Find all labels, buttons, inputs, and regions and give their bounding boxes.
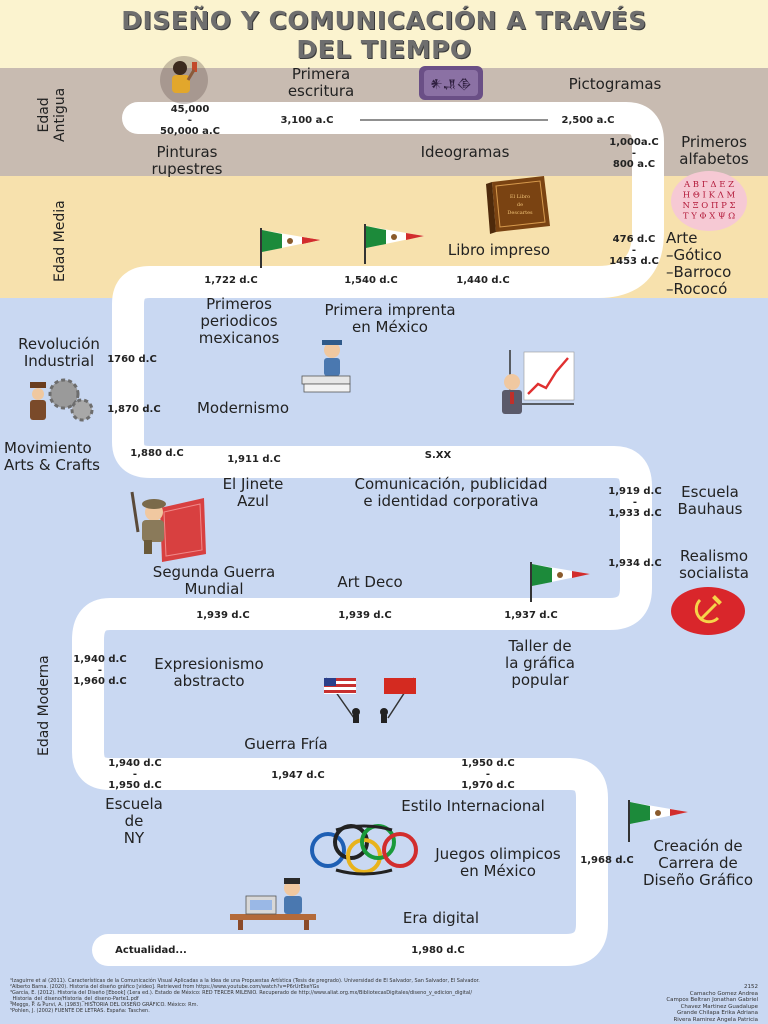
gears-worker-icon xyxy=(30,378,94,422)
date-label: 1,722 d.C xyxy=(204,275,258,286)
credits: 2152 Camacho Gomez Andrea Campos Beltran… xyxy=(666,984,758,1023)
footnote: _Historia_del_diseno/Historia_del_diseno… xyxy=(10,996,139,1002)
event-realismo-socialista: Realismo socialista xyxy=(679,547,749,582)
event-arte: Arte –Gótico –Barroco –Rococó xyxy=(666,229,732,298)
era-label-antigua: Edad Antigua xyxy=(36,87,68,142)
event-primeros-alfabetos: Primeros alfabetos xyxy=(679,133,749,168)
svg-text:𒀭𒂗𒆠: 𒀭𒂗𒆠 xyxy=(430,77,472,91)
event-jinete-azul: El Jinete Azul xyxy=(222,475,284,510)
event-arts-crafts: Movimiento Arts & Crafts xyxy=(4,439,100,474)
event-pinturas-rupestres: Pinturas rupestres xyxy=(151,143,223,178)
footnote: ⁴Meggs, P. & Purvi, A. (1983). HISTORIA … xyxy=(10,1002,199,1008)
credit-line: Camacho Gomez Andrea xyxy=(689,990,758,997)
credit-line: 2152 xyxy=(744,984,758,990)
event-estilo-internacional: Estilo Internacional xyxy=(401,797,545,815)
event-creacion-carrera: Creación de Carrera de Diseño Gráfico xyxy=(642,837,754,889)
footer-band xyxy=(0,970,768,1024)
date-label: 1,870 d.C xyxy=(107,404,161,415)
date-label: 1,937 d.C xyxy=(504,610,558,621)
title-line-1: DISEÑO Y COMUNICACIÓN A TRAVÉS xyxy=(121,6,647,35)
footnotes: ¹Izaguirre et al (2011). Características… xyxy=(10,978,590,1014)
event-art-deco: Art Deco xyxy=(337,573,403,591)
book-icon: El Libro de Descartes xyxy=(486,176,550,234)
event-libro-impreso: Libro impreso xyxy=(447,241,551,259)
footnote: ⁵Pohlen, J. (2002) FUENTE DE LETRAS. Esp… xyxy=(10,1008,150,1014)
event-ideogramas: Ideogramas xyxy=(420,143,510,161)
date-label-actualidad: Actualidad... xyxy=(115,945,187,956)
title-band xyxy=(0,0,768,68)
mexico-flag-icon xyxy=(364,224,424,264)
business-chart-icon xyxy=(502,350,575,414)
event-segunda-guerra: Segunda Guerra Mundial xyxy=(152,563,276,598)
footnote: ¹Izaguirre et al (2011). Características… xyxy=(10,978,480,984)
date-label: 1,540 d.C xyxy=(344,275,398,286)
date-label: 1,980 d.C xyxy=(411,945,465,956)
title-line-2: DEL TIEMPO xyxy=(296,35,472,64)
era-label-media: Edad Media xyxy=(52,200,68,282)
event-pictogramas: Pictogramas xyxy=(568,75,662,93)
credit-line: Rivera Ramirez Angela Patricia xyxy=(673,1016,758,1023)
svg-text:El Libro: El Libro xyxy=(510,194,530,200)
date-label: 1,880 d.C xyxy=(130,448,184,459)
cuneiform-tablet-icon: 𒀭𒂗𒆠 xyxy=(419,66,483,100)
date-label: 1,940 d.C - 1,950 d.C xyxy=(108,758,162,791)
date-label: 1,939 d.C xyxy=(338,610,392,621)
mexico-flag-icon xyxy=(530,562,590,602)
newspaper-vendor-icon xyxy=(301,340,351,393)
date-label: 1,934 d.C xyxy=(608,558,662,569)
event-comunicacion: Comunicación, publicidad e identidad cor… xyxy=(354,475,548,510)
mexico-flag-icon xyxy=(260,228,320,268)
date-label: 1,947 d.C xyxy=(271,770,325,781)
event-primeros-periodicos: Primeros periodicos mexicanos xyxy=(198,295,280,347)
soldier-icon xyxy=(130,491,206,562)
event-revolucion-industrial: Revolución Industrial xyxy=(18,335,100,370)
footnote: ²Alberto Barna. (2020). Historia del dis… xyxy=(10,984,320,990)
event-bauhaus: Escuela Bauhaus xyxy=(677,483,743,518)
era-label-moderna: Edad Moderna xyxy=(36,655,52,756)
event-expresionismo: Expresionismo abstracto xyxy=(154,655,264,690)
svg-text:de: de xyxy=(517,202,523,208)
event-modernismo: Modernismo xyxy=(196,399,290,417)
date-label: S.XX xyxy=(424,450,452,461)
event-primera-imprenta: Primera imprenta en México xyxy=(324,301,456,336)
date-label: 1,950 d.C - 1,970 d.C xyxy=(461,758,515,791)
date-label: 2,500 a.C xyxy=(561,115,615,126)
hammer-sickle-icon xyxy=(671,587,745,635)
date-label: 476 d.C - 1453 d.C xyxy=(609,234,659,267)
date-label: 1,000a.C - 800 a.C xyxy=(609,137,659,170)
date-label: 1,940 d.C - 1,960 d.C xyxy=(73,654,127,687)
computer-user-icon xyxy=(230,878,316,930)
credit-line: Chavez Martinez Guadalupe xyxy=(680,1003,758,1010)
date-label: 1,939 d.C xyxy=(196,610,250,621)
footnote: ³García, E. (2012). Historia del Diseño … xyxy=(10,990,473,996)
date-label: 45,000 - 50,000 a.C xyxy=(160,104,220,137)
credit-line: Grande Chilapa Erika Adriana xyxy=(676,1010,758,1016)
date-label: 3,100 a.C xyxy=(280,115,334,126)
event-guerra-fria: Guerra Fría xyxy=(244,735,328,753)
event-primera-escritura: Primera escritura xyxy=(287,65,355,100)
cave-painter-icon xyxy=(160,56,208,104)
page-title: DISEÑO Y COMUNICACIÓN A TRAVÉS DEL TIEMP… xyxy=(0,6,768,64)
date-label: 1,919 d.C - 1,933 d.C xyxy=(608,486,662,519)
event-era-digital: Era digital xyxy=(402,909,480,927)
event-taller-grafica: Taller de la gráfica popular xyxy=(505,637,575,689)
event-escuela-ny: Escuela de NY xyxy=(105,795,163,847)
date-label: 1760 d.C xyxy=(107,354,157,365)
date-label: 1,440 d.C xyxy=(456,275,510,286)
date-label: 1,911 d.C xyxy=(227,454,281,465)
event-juegos-olimpicos: Juegos olimpicos en México xyxy=(435,845,561,880)
credit-line: Campos Beltran Jonathan Gabriel xyxy=(666,997,758,1003)
date-label: 1,968 d.C xyxy=(580,855,634,866)
cold-war-flags-icon xyxy=(324,677,416,723)
olympic-rings-icon xyxy=(310,824,418,876)
svg-text:Descartes: Descartes xyxy=(507,210,533,216)
mexico-flag-icon xyxy=(628,800,688,842)
